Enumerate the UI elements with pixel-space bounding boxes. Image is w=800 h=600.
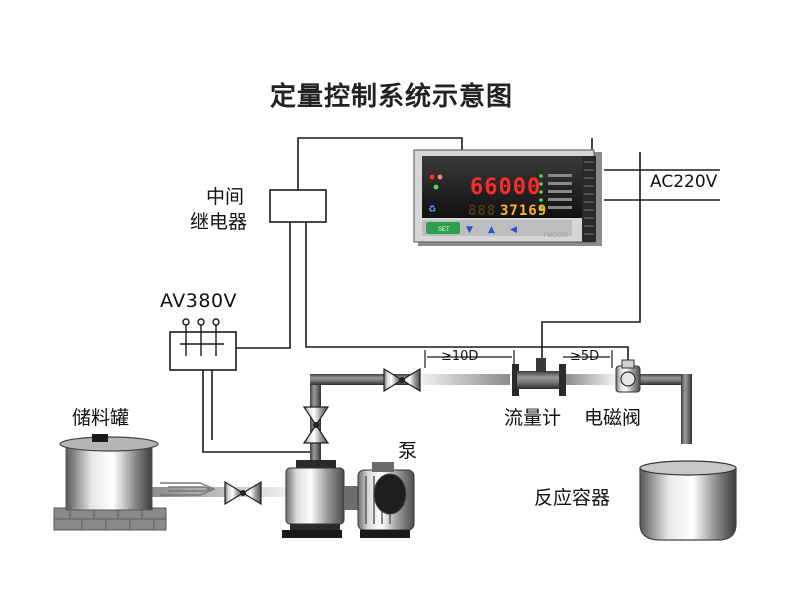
diagram-title: 定量控制系统示意图 [270,82,514,112]
discharge-fade [420,374,510,385]
controller-green-key[interactable] [426,222,460,234]
wire-controller-to-flowmeter [541,152,641,360]
status-led-2 [437,174,443,180]
valve-discharge-horizontal [383,367,421,393]
power-breaker [169,318,237,371]
intermediate-relay [269,189,327,223]
svg-text:SET: SET [438,227,450,233]
wire-relay-down [305,222,629,368]
meter-to-valve [565,374,615,385]
sv-display-dim: 888 [468,203,497,219]
centrifugal-pump-icon [282,460,415,538]
reaction-vessel [639,460,737,541]
tank-hatch [92,434,108,442]
storage-tank-label: 储料罐 [72,407,130,429]
key-up-icon[interactable]: ▲ [488,225,495,235]
valve-suction [224,480,262,506]
discharge-main-1 [310,374,420,385]
tank-top [59,436,159,452]
down-to-vessel [681,374,692,444]
controller-instrument: ♻ SET ▼ ▲ ◀ [413,149,602,246]
valve-discharge-vertical [302,406,330,444]
breaker-body [169,331,237,371]
tank-body [65,443,153,511]
controller-heatsink [582,156,596,242]
relay-label-line1: 中间 [206,186,245,208]
wire-breaker-to-pump [202,370,321,468]
solenoid-valve-label: 电磁阀 [584,407,642,429]
pump-label: 泵 [398,440,418,462]
solenoid-valve [615,359,641,393]
suction-pipe [150,487,290,497]
process-piping [150,374,692,497]
double-chevron-arrow-icon [160,482,216,496]
distance-markers [424,350,613,368]
controller-model-text: FMCC50 [544,233,569,239]
key-left-icon[interactable]: ◀ [510,225,517,235]
supply-220-label: AC220V [650,172,718,192]
supply-380-label: AV380V [160,290,238,312]
wire-relay-to-controller [297,137,463,190]
relay-label-line2: 继电器 [190,211,248,233]
storage-tank [53,434,167,531]
flow-meter-label: 流量计 [504,407,562,429]
status-led-1 [429,174,435,180]
upstream-distance-label: ≥10D [441,349,479,364]
sv-display: 37169 [500,203,548,219]
valve-to-elbow [640,374,692,385]
brand-logo-icon: ♻ [428,205,436,215]
wire-relay-to-breaker [236,222,291,349]
status-led-3 [433,184,439,190]
pv-display: 66000 [470,175,542,200]
reaction-vessel-label: 反应容器 [534,487,611,509]
key-down-icon[interactable]: ▼ [466,225,473,235]
flow-meter [512,358,566,396]
downstream-distance-label: ≥5D [570,349,600,364]
